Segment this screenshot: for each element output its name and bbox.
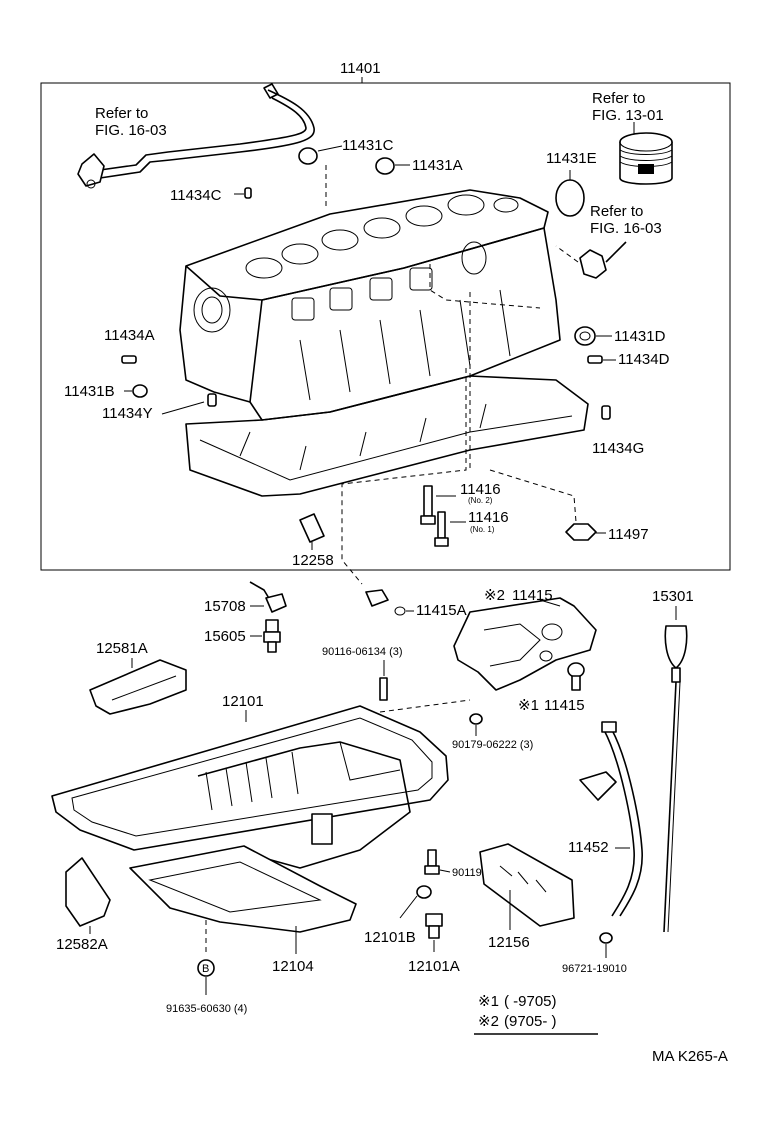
label-12101: 12101 [222, 693, 264, 710]
svg-text:Refer to: Refer to [590, 203, 643, 220]
nut-90179-drawing [469, 713, 483, 736]
label-12582a: 12582A [56, 936, 108, 953]
pin-11434d-drawing [587, 355, 616, 364]
pin-11434c-drawing [234, 187, 252, 199]
legend-text-2: (9705- ) [504, 1013, 557, 1030]
stud-90116-drawing [379, 660, 388, 701]
svg-text:Refer to: Refer to [592, 90, 645, 107]
pin-12258-drawing [299, 513, 325, 550]
label-11497: 11497 [608, 526, 649, 543]
label-11415-bottom: 11415 [544, 697, 585, 714]
plug-11431c-drawing [298, 145, 343, 210]
plug-11431e-drawing [555, 170, 585, 217]
label-11452: 11452 [568, 839, 609, 856]
label-12156: 12156 [488, 934, 530, 951]
oil-pump-cover-drawing [453, 597, 597, 691]
label-90179: 90179-06222 (3) [452, 739, 533, 751]
piston-drawing [619, 122, 673, 185]
plug-12101a-drawing [425, 913, 443, 952]
water-pipe-drawing [77, 83, 315, 189]
switch-15605-drawing [250, 619, 281, 653]
pin-11434y-drawing [161, 393, 217, 415]
label-11434a: 11434A [104, 327, 155, 344]
label-11434y: 11434Y [102, 405, 153, 422]
svg-text:FIG. 16-03: FIG. 16-03 [590, 220, 662, 237]
label-11434g: 11434G [592, 440, 644, 457]
label-12101a: 12101A [408, 958, 460, 975]
legend-mark-1: ※1 [478, 993, 499, 1010]
label-11431b: 11431B [64, 383, 115, 400]
ref-pipe-left: Refer to FIG. 16-03 [95, 105, 167, 139]
svg-text:FIG. 16-03: FIG. 16-03 [95, 122, 167, 139]
label-90116: 90116-06134 (3) [322, 646, 403, 658]
legend-text-1: ( -9705) [504, 993, 557, 1010]
pin-11434g-drawing [601, 405, 611, 420]
assembly-number-label: 11401 [340, 60, 381, 77]
label-12258: 12258 [292, 552, 334, 569]
label-12104: 12104 [272, 958, 314, 975]
seal-11497-drawing [565, 523, 606, 541]
label-11416-no1-note: (No. 1) [470, 525, 495, 534]
label-11416-no1: 11416 [468, 509, 509, 526]
label-11434c: 11434C [170, 187, 222, 204]
assembly-frame [40, 82, 731, 571]
label-12101b: 12101B [364, 929, 416, 946]
marker-circle-b: B [202, 963, 209, 975]
pin-11434a-drawing [121, 355, 137, 364]
plug-11431b-drawing [124, 384, 148, 398]
baffle-12581a-drawing [89, 658, 187, 715]
plug-11431d-drawing [574, 326, 612, 346]
pipe-fitting-right-drawing [555, 241, 627, 279]
label-91635: 91635-60630 (4) [166, 1003, 247, 1015]
part-11415a-drawing [365, 589, 414, 616]
label-11431d: 11431D [614, 328, 666, 345]
oring-96721-drawing [599, 932, 613, 958]
cylinder-block-drawing [179, 189, 589, 585]
ref-piston: Refer to FIG. 13-01 [592, 90, 664, 124]
bolt-11415-bottom-drawing [567, 662, 585, 691]
label-11434d: 11434D [618, 351, 670, 368]
baffle-12104-drawing [129, 845, 357, 954]
svg-text:Refer to: Refer to [95, 105, 148, 122]
oil-pan-12101-drawing [51, 699, 471, 869]
bolt-11416-no1-drawing [434, 511, 466, 547]
cover-12156-drawing [479, 843, 575, 930]
svg-text:FIG. 13-01: FIG. 13-01 [592, 107, 664, 124]
label-11415-top: 11415 [512, 587, 553, 604]
label-11431c: 11431C [342, 137, 394, 154]
plug-11431a-drawing [375, 157, 410, 175]
part-15708-drawing [249, 581, 287, 613]
guide-11452-drawing [579, 721, 643, 917]
label-11431a: 11431A [412, 157, 463, 174]
label-96721: 96721-19010 [562, 963, 627, 975]
label-15301: 15301 [652, 588, 694, 605]
ref-pipe-right: Refer to FIG. 16-03 [590, 203, 662, 237]
bolt-90119-drawing [424, 849, 451, 875]
legend: ※1 ( -9705) ※2 (9705- ) [474, 993, 598, 1035]
label-11431e: 11431E [546, 150, 597, 167]
bolt-11416-no2-drawing [420, 485, 456, 525]
marker-star2: ※2 [484, 587, 505, 604]
label-11415a: 11415A [416, 602, 467, 619]
marker-star1: ※1 [518, 697, 539, 714]
legend-mark-2: ※2 [478, 1013, 499, 1030]
gasket-12101b-drawing [399, 885, 432, 919]
label-12581a: 12581A [96, 640, 148, 657]
figure-code: MA K265-A [652, 1048, 728, 1065]
label-11416-no2: 11416 [460, 481, 501, 498]
bolt-91635-drawing: B [197, 959, 215, 995]
dipstick-15301-drawing [663, 606, 688, 933]
label-15708: 15708 [204, 598, 246, 615]
bracket-12582a-drawing [65, 857, 111, 934]
label-15605: 15605 [204, 628, 246, 645]
label-11416-no2-note: (No. 2) [468, 496, 493, 505]
